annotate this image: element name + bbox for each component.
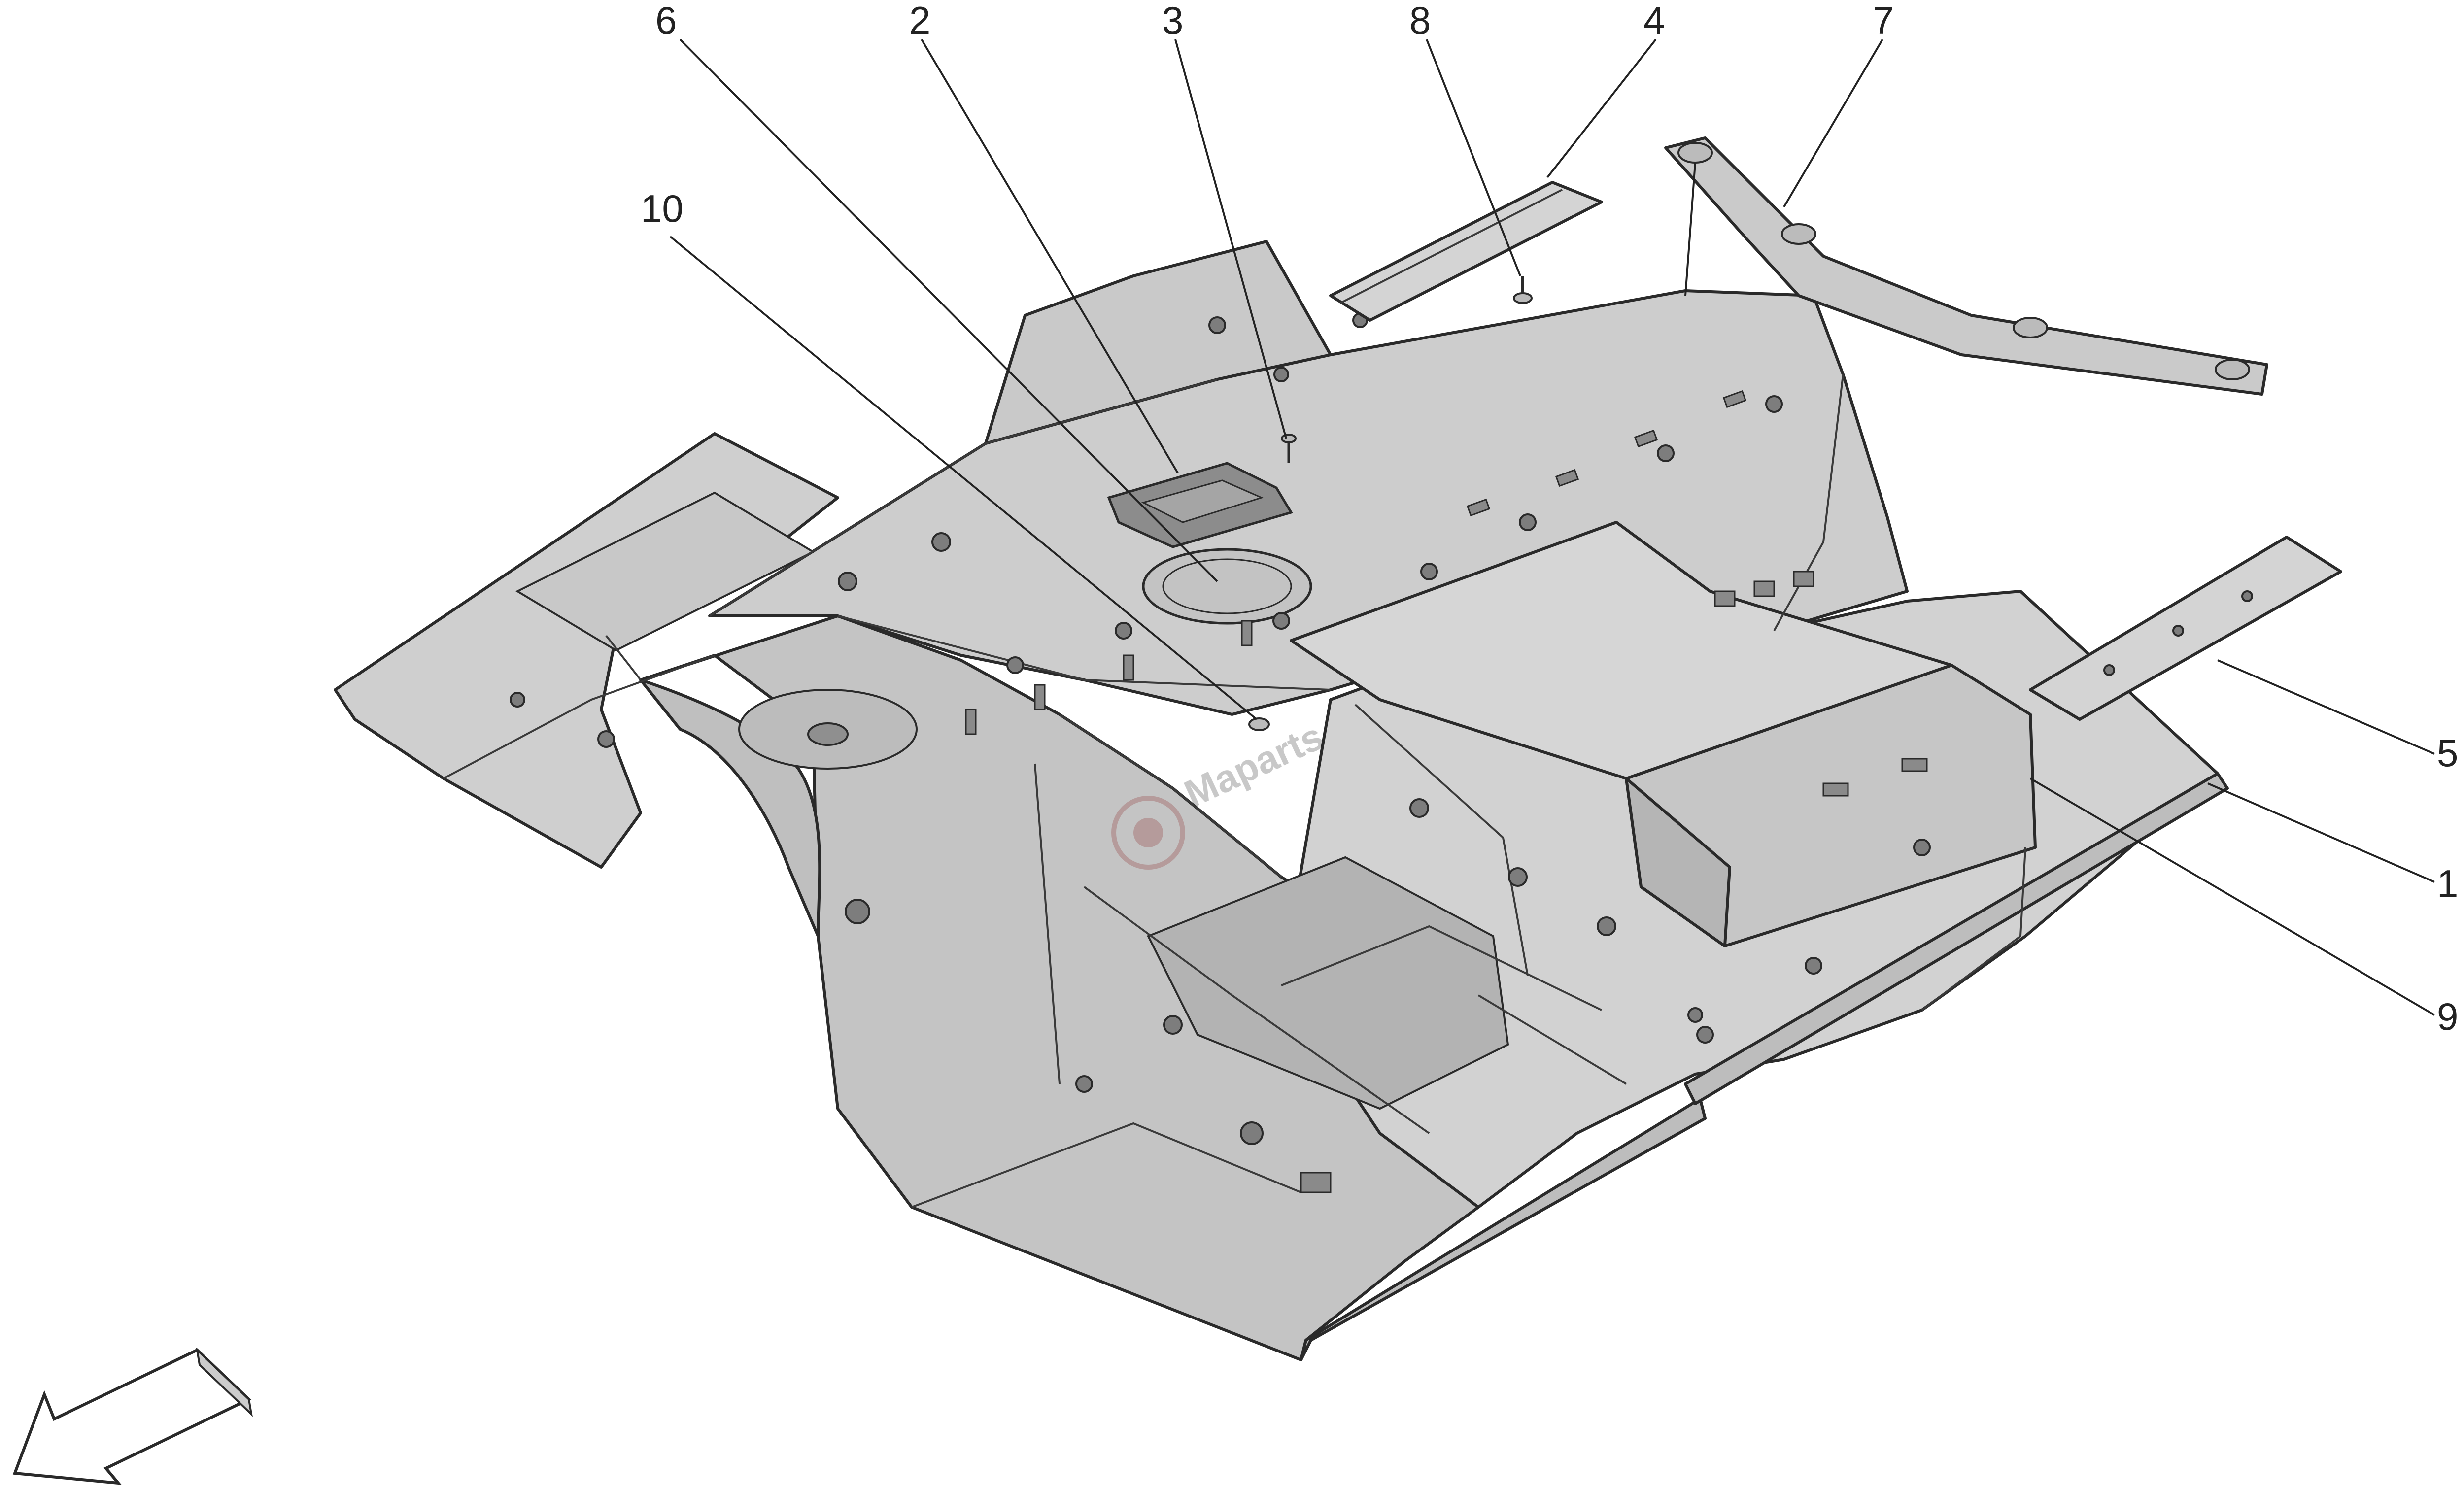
leader-6 [679,38,1218,582]
fold-line [1773,374,1844,631]
fold-line [1354,704,1529,976]
fold-line [1281,925,1602,1011]
cross-beam-top [1290,521,1953,780]
orientation-arrow [12,1347,253,1485]
front-sill [1300,1097,1707,1361]
footwell-recess [1147,856,1509,1110]
leader-5 [2217,659,2435,755]
part-7-bracket [1664,136,2268,396]
fold-line [911,1122,1301,1208]
leader-8 [1426,39,1521,276]
callout-8: 8 [1409,0,1431,42]
leader-7b [1684,162,1696,296]
leader-lines [669,38,2435,1016]
part-8-bolt [1513,276,1533,304]
callout-numbers: 6 2 3 8 4 7 10 5 1 9 [641,0,2458,1038]
access-hatch-inner [1141,479,1264,523]
round-access-cover-ring [1162,558,1292,614]
part-5-hole [2172,625,2184,637]
round-access-cover [1142,548,1312,625]
wheel-well-center [807,722,849,746]
mounting-holes [510,312,1931,1145]
callout-1: 1 [2437,862,2458,905]
floor-pan-assembly [334,240,2229,1361]
leader-2 [921,38,1179,474]
leader-3 [1174,39,1287,439]
leader-9 [2029,777,2435,1016]
callout-10: 10 [641,187,684,230]
fold-line [443,654,715,779]
part-4-sill-reinforcement [1329,181,1603,322]
part-7-boss [1781,223,1816,245]
part-3-screw [1281,434,1297,463]
fold-line [837,615,1331,691]
callout-5: 5 [2437,731,2458,775]
part-5-sill-reinforcement [2029,536,2342,721]
tunnel-hump [639,678,821,938]
part-4-edge [1340,189,1563,304]
cross-beam-front [1625,777,1731,947]
fold-line [1083,886,1430,1134]
right-sill-edge [1684,772,2229,1105]
part-5-hole [2103,664,2115,676]
fold-line [605,635,642,681]
part-7-boss [2215,359,2250,380]
callout-3: 3 [1162,0,1183,42]
leader-4 [1546,38,1657,178]
fold-line [1477,994,1627,1085]
fold-line [1059,713,1282,878]
callout-9: 9 [2437,995,2458,1038]
callout-4: 4 [1643,0,1665,42]
leader-10 [669,236,1258,720]
part-5-hole [2241,590,2253,602]
part-10-fastener [1248,717,1270,731]
slots [965,390,1928,1193]
callout-7: 7 [1873,0,1894,42]
callout-6: 6 [655,0,677,42]
callout-2: 2 [909,0,930,42]
part-7-boss [2013,317,2048,338]
part-7-boss [1677,142,1713,164]
fold-line [1034,763,1061,1084]
leader-7 [1783,38,1883,208]
fold-line [709,378,1218,617]
fold-line [1921,847,2026,1011]
leader-1 [2207,782,2435,883]
